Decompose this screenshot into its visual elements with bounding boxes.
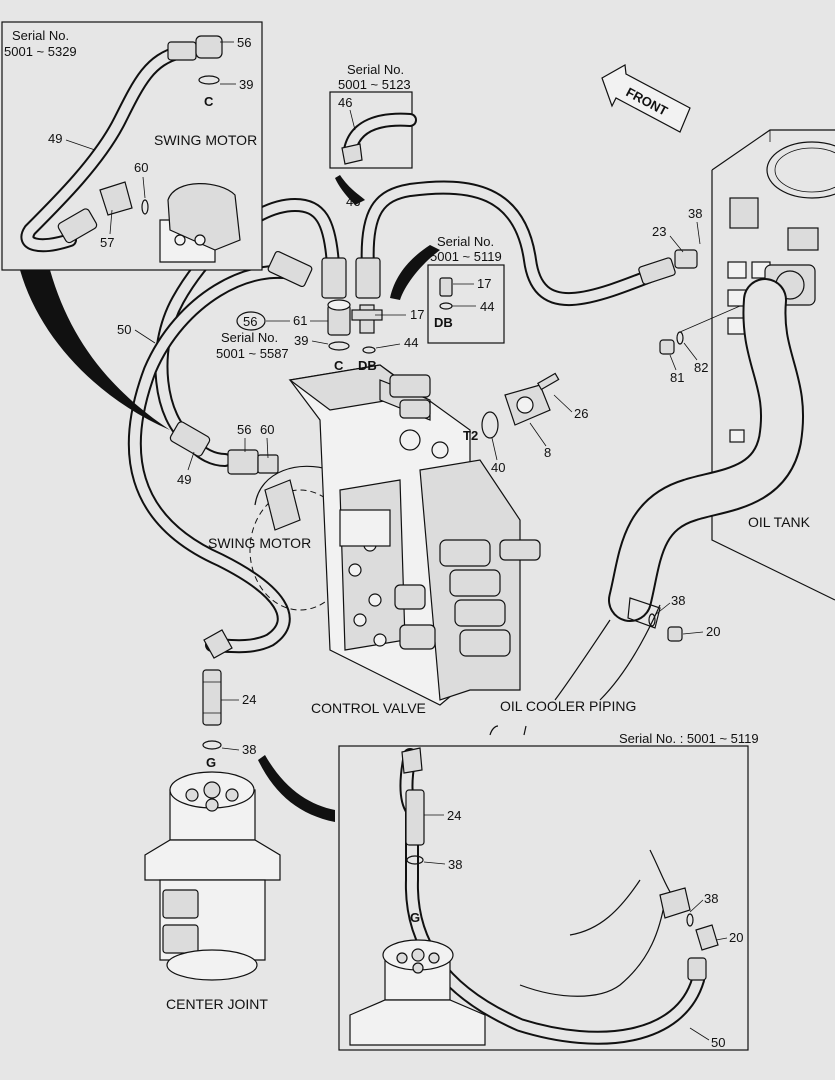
port-g: G [206, 755, 216, 770]
plug-20-38 [648, 613, 683, 642]
front-arrow: FRONT [601, 64, 691, 133]
callout-23: 23 [652, 224, 666, 239]
inset-swing-port-c: C [204, 94, 214, 109]
callout-38c: 38 [242, 742, 256, 757]
inset-bottom-callout-38b: 38 [704, 891, 718, 906]
inset-bottom-callout-38: 38 [448, 857, 462, 872]
inset-46: Serial No. 5001 ~ 5123 46 [329, 62, 417, 169]
callout-82: 82 [694, 360, 708, 375]
inset-bottom: Serial No. : 5001 ~ 5119 24 38 G 38 20 5… [338, 731, 759, 1051]
fittings-main [169, 249, 698, 659]
callout-26: 26 [574, 406, 588, 421]
fitting-24-main [202, 669, 222, 750]
inset-46-callout: 46 [338, 95, 352, 110]
inset-17-callout-17: 17 [477, 276, 491, 291]
swing-motor-label: SWING MOTOR [208, 535, 311, 551]
inset-swing-serial-range: 5001 ~ 5329 [4, 44, 77, 59]
callout-44: 44 [404, 335, 418, 350]
main-serial-label: Serial No. [221, 330, 278, 345]
swing-motor: SWING MOTOR [208, 465, 351, 611]
inset-swing-serial-label: Serial No. [12, 28, 69, 43]
oil-cooler-pipe: OIL COOLER PIPING [489, 278, 805, 736]
main-serial-range: 5001 ~ 5587 [216, 346, 289, 361]
port-c: C [334, 358, 344, 373]
port-t2: T2 [463, 428, 478, 443]
inset-17-serial-label: Serial No. [437, 234, 494, 249]
flange-8 [481, 372, 560, 439]
plug-81-82 [659, 305, 741, 355]
callout-81: 81 [670, 370, 684, 385]
callout-39: 39 [294, 333, 308, 348]
control-valve-label: CONTROL VALVE [311, 700, 426, 716]
callout-8: 8 [544, 445, 551, 460]
inset-swing-callout-60: 60 [134, 160, 148, 175]
inset-bottom-callout-50: 50 [711, 1035, 725, 1050]
callout-46: 46 [346, 194, 360, 209]
callout-24: 24 [242, 692, 256, 707]
callout-56: 56 [237, 422, 251, 437]
oil-tank: OIL TANK [711, 129, 835, 601]
inset-swing-motor: Serial No. 5001 ~ 5329 56 39 C SWING MOT… [1, 21, 263, 271]
inset-17-callout-44: 44 [480, 299, 494, 314]
callout-17: 17 [410, 307, 424, 322]
callout-49: 49 [177, 472, 191, 487]
center-joint: CENTER JOINT [144, 771, 281, 1012]
port-db: DB [358, 358, 377, 373]
inset-swing-callout-39: 39 [239, 77, 253, 92]
inset-swing-component: SWING MOTOR [154, 132, 257, 148]
callout-61: 61 [293, 313, 307, 328]
inset-17-port: DB [434, 315, 453, 330]
callout-60: 60 [260, 422, 274, 437]
callout-50: 50 [117, 322, 131, 337]
circled-callout-56: 56 [243, 314, 257, 329]
inset-swing-callout-56: 56 [237, 35, 251, 50]
main-callouts: 46 Serial No. 5001 ~ 5587 56 61 17 39 44… [117, 194, 720, 770]
inset-17: Serial No. 5001 ~ 5119 17 44 DB [427, 234, 505, 344]
control-valve: CONTROL VALVE [288, 364, 541, 716]
callout-arcs [20, 175, 440, 822]
oil-cooler-piping-label: OIL COOLER PIPING [500, 698, 636, 714]
callout-40: 40 [491, 460, 505, 475]
inset-bottom-serial: Serial No. : 5001 ~ 5119 [619, 731, 759, 746]
inset-17-serial-range: 5001 ~ 5119 [430, 249, 502, 264]
hose-50 [127, 264, 307, 654]
inset-swing-callout-57: 57 [100, 235, 114, 250]
callout-38b: 38 [671, 593, 685, 608]
callout-38a: 38 [688, 206, 702, 221]
inset-46-serial-range: 5001 ~ 5123 [338, 77, 411, 92]
inset-bottom-callout-20: 20 [729, 930, 743, 945]
inset-bottom-callout-24: 24 [447, 808, 461, 823]
inset-bottom-port: G [410, 910, 420, 925]
center-joint-label: CENTER JOINT [166, 996, 268, 1012]
hose-46 [360, 180, 667, 306]
inset-swing-callout-49: 49 [48, 131, 62, 146]
oil-tank-label: OIL TANK [748, 514, 811, 530]
fittings-61-17 [327, 299, 383, 354]
inset-46-serial-label: Serial No. [347, 62, 404, 77]
callout-20: 20 [706, 624, 720, 639]
